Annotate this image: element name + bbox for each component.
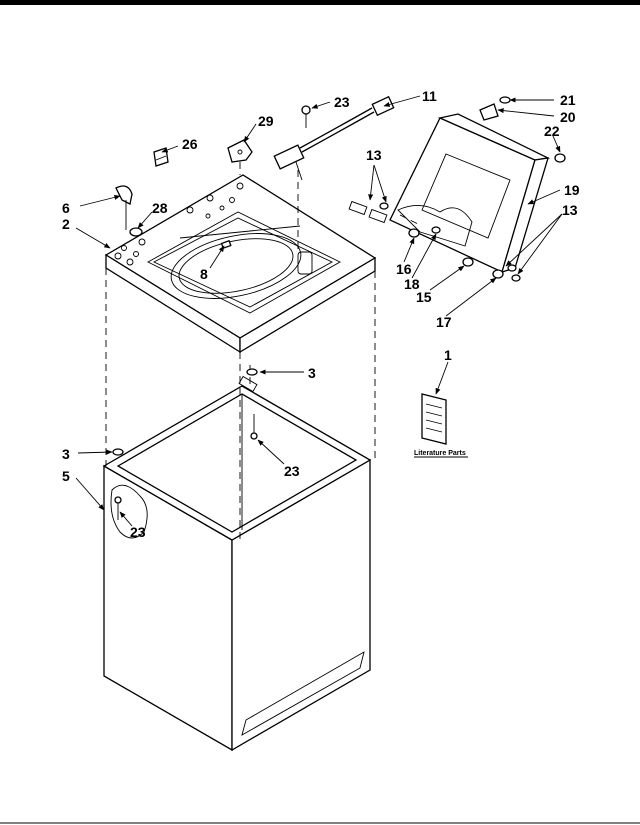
callout-23-cabinet: 23 (284, 463, 300, 479)
top-border (0, 0, 640, 5)
callout-22: 22 (544, 123, 560, 139)
literature-card (421, 393, 447, 445)
callout-13-right: 13 (562, 202, 578, 218)
cabinet (102, 375, 372, 752)
callout-18: 18 (404, 276, 420, 292)
callout-23-side: 23 (130, 524, 146, 540)
callout-26: 26 (182, 136, 198, 152)
callout-21: 21 (560, 92, 576, 108)
callout-20: 20 (560, 109, 576, 125)
callout-16: 16 (396, 261, 412, 277)
screw-3-left (112, 448, 124, 456)
work-top-panel (104, 174, 377, 354)
callout-28: 28 (152, 200, 168, 216)
callout-19: 19 (564, 182, 580, 198)
callout-29: 29 (258, 113, 274, 129)
bracket-part-6 (115, 185, 133, 230)
screw-3-right (246, 368, 258, 376)
screw-23-side (114, 496, 122, 520)
callout-8: 8 (200, 266, 208, 282)
lid-switch-part-11 (273, 95, 395, 181)
callout-numbers: 11 23 29 26 6 28 2 8 21 20 22 13 19 13 1… (62, 88, 580, 540)
callout-11: 11 (422, 88, 437, 104)
leader-lines (75, 95, 563, 527)
hinge-hardware (379, 96, 566, 282)
clip-part-29 (227, 139, 253, 163)
callout-23-top: 23 (334, 94, 350, 110)
callout-15: 15 (416, 289, 432, 305)
callout-1: 1 (444, 347, 452, 363)
callout-13-left: 13 (366, 147, 382, 163)
callout-3-left: 3 (62, 446, 70, 462)
screw-23-top (301, 105, 311, 128)
grommet-part-28 (129, 227, 143, 237)
callout-6: 6 (62, 200, 70, 216)
callout-2: 2 (62, 216, 70, 232)
callout-5: 5 (62, 468, 70, 484)
literature-parts-label: Literature Parts (414, 450, 466, 457)
callout-3-right: 3 (308, 365, 316, 381)
callout-17: 17 (436, 314, 452, 330)
lid (348, 113, 551, 273)
screw-23-cabinet (250, 414, 258, 440)
